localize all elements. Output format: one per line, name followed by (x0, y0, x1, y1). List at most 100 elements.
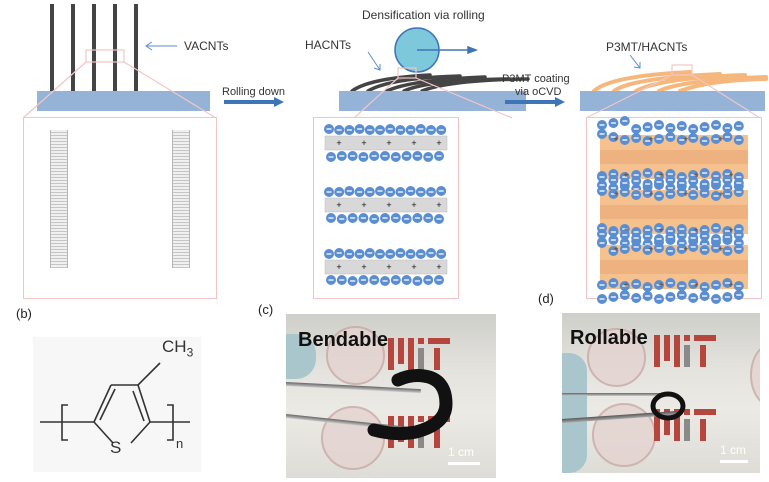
anion (642, 122, 653, 132)
anion (434, 275, 444, 285)
positive-charge: + (623, 280, 628, 290)
anion (654, 223, 664, 233)
anion (344, 186, 355, 196)
p3mt-bundle-layers: ++++++++++++++++++++++++ (597, 116, 748, 304)
vacnt-zoom-box-lower (23, 117, 217, 299)
anion (711, 234, 721, 244)
bendable-photo: Bendable 1 cm (286, 314, 496, 478)
anion (722, 132, 733, 142)
positive-charge: + (336, 262, 341, 272)
anion (711, 223, 721, 233)
anion (711, 294, 721, 304)
anion (324, 187, 334, 197)
anion (733, 244, 744, 254)
anion (711, 120, 721, 130)
anion (733, 230, 744, 240)
anion (426, 187, 436, 197)
oCVD-label: via oCVD (515, 86, 562, 98)
panel-label-c: (c) (258, 302, 274, 317)
panel-label-b: (b) (16, 306, 32, 321)
positive-charge: + (658, 280, 663, 290)
anion (597, 229, 607, 239)
anion (619, 116, 630, 126)
hacnt-bundle-layers: +++++++++++++++ (324, 124, 448, 286)
anion (642, 179, 653, 189)
anion (434, 151, 444, 161)
anion (665, 123, 676, 133)
anion (597, 120, 607, 130)
anion (354, 187, 365, 197)
mit-seal-top (587, 328, 646, 387)
positive-charge: + (361, 200, 366, 210)
anion (699, 245, 710, 255)
anion (619, 178, 630, 188)
anion (676, 187, 687, 197)
anion (401, 214, 412, 224)
tweezers (562, 393, 672, 396)
anion (436, 186, 447, 196)
positive-charge: + (648, 189, 653, 199)
anion (619, 135, 630, 145)
anion (358, 213, 369, 223)
anion (326, 213, 336, 223)
anion (390, 275, 401, 285)
anion (654, 191, 664, 201)
anion (676, 178, 687, 188)
anion (665, 175, 676, 185)
anion (688, 133, 699, 143)
anion (619, 230, 630, 240)
anion (326, 275, 336, 285)
anion (369, 214, 380, 224)
positive-charge: + (411, 138, 416, 148)
anion (358, 275, 369, 285)
scale-label-d: 1 cm (720, 443, 747, 457)
positive-charge: + (683, 134, 688, 144)
anion (364, 248, 375, 258)
anion (597, 172, 607, 182)
anion (654, 243, 664, 253)
anion (631, 279, 642, 289)
anion (405, 125, 416, 135)
anion (733, 281, 744, 291)
p3mt-coating-arrow (505, 97, 565, 107)
positive-charge: + (658, 225, 663, 235)
rollable-photo: Rollable 1 cm (562, 313, 760, 473)
anion (412, 276, 423, 286)
scale-label-c: 1 cm (448, 445, 475, 459)
anion (699, 179, 710, 189)
anion (688, 190, 699, 200)
anion (699, 282, 710, 292)
positive-charge: + (386, 200, 391, 210)
vacnt-label: VACNTs (184, 39, 229, 53)
p3mt-chemical-structure (33, 337, 201, 472)
anion (354, 124, 365, 134)
positive-charge: + (718, 189, 723, 199)
anion (597, 186, 607, 196)
anion (631, 233, 642, 243)
anion (619, 281, 630, 291)
anion (654, 294, 664, 304)
anion (733, 121, 744, 131)
methyl-group: CH3 (162, 337, 194, 360)
anion (631, 124, 642, 134)
anion (699, 231, 710, 241)
positive-charge: + (658, 170, 663, 180)
anion (665, 292, 676, 302)
anion (631, 242, 642, 252)
anion (665, 232, 676, 242)
anion (426, 248, 436, 258)
anion (364, 187, 375, 197)
anion (597, 294, 607, 304)
anion (380, 276, 390, 286)
anion (369, 275, 380, 285)
positive-charge: + (613, 244, 618, 254)
anion (375, 125, 385, 135)
anion (688, 279, 699, 289)
positive-charge: + (411, 200, 416, 210)
anion (619, 290, 630, 300)
anion (676, 135, 687, 145)
anion (608, 118, 619, 128)
anion (642, 245, 653, 255)
anion (642, 188, 653, 198)
anion (344, 249, 355, 259)
